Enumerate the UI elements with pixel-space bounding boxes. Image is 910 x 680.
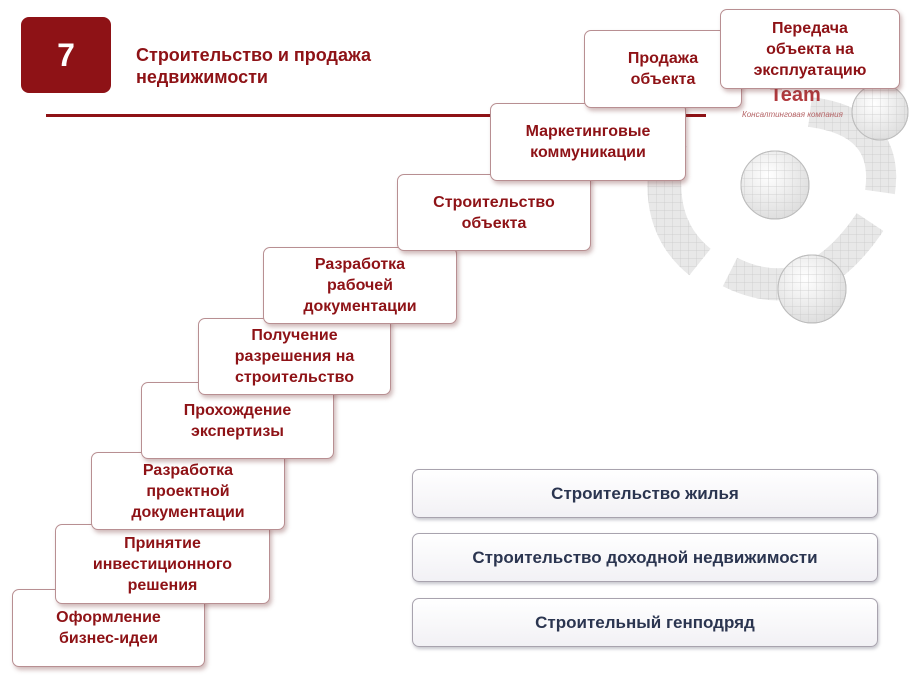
slide-title: Строительство и продажа недвижимости — [136, 45, 371, 87]
step-construction: Строительство объекта — [397, 174, 591, 251]
category-general-contracting: Строительный генподряд — [412, 598, 878, 647]
slide-number-badge: 7 — [21, 17, 111, 93]
step-sale: Продажа объекта — [584, 30, 742, 108]
title-divider — [46, 114, 706, 117]
logo-tagline: Консалтинговая компания — [742, 110, 843, 119]
logo-graphic-icon — [647, 83, 909, 324]
step-building-permit: Получение разрешения на строительство — [198, 318, 391, 395]
step-project-documentation: Разработка проектной документации — [91, 452, 285, 530]
category-income-property: Строительство доходной недвижимости — [412, 533, 878, 582]
step-marketing: Маркетинговые коммуникации — [490, 103, 686, 181]
logo-wordmark: Team — [770, 84, 821, 106]
category-residential: Строительство жилья — [412, 469, 878, 518]
step-handover: Передача объекта на эксплуатацию — [720, 9, 900, 89]
step-investment-decision: Принятие инвестиционного решения — [55, 524, 270, 604]
step-working-documentation: Разработка рабочей документации — [263, 247, 457, 324]
